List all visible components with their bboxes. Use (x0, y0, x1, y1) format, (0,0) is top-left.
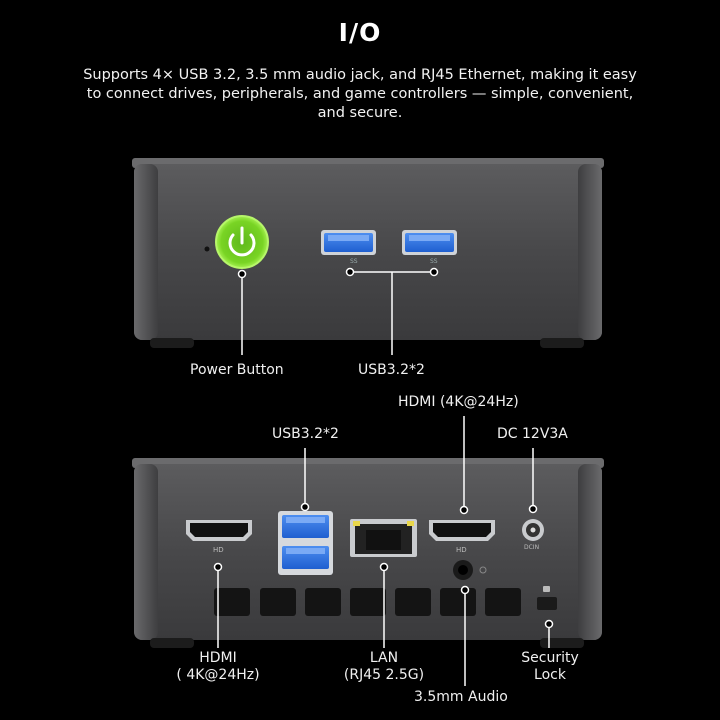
page-title: I/O (338, 18, 382, 47)
rear-unit: HD HD DCIN (132, 416, 604, 686)
page-description: Supports 4× USB 3.2, 3.5 mm audio jack, … (83, 67, 637, 121)
rear-lan-port (350, 519, 417, 557)
rear-usb-stack (278, 511, 333, 575)
front-usb-port-1 (321, 230, 376, 255)
hdmi-left-hd-mark: HD (213, 546, 224, 554)
lan-label: LAN (RJ45 2.5G) (334, 650, 434, 684)
front-usb-port-2 (402, 230, 457, 255)
rear-dc-port (522, 519, 544, 541)
security-lock-slot (537, 586, 557, 610)
dcin-mark: DCIN (524, 544, 539, 551)
hdmi-left-label-line1: HDMI (199, 650, 237, 666)
front-usb-mark-2: SS (430, 258, 438, 265)
power-button-label: Power Button (190, 362, 284, 378)
rear-hdmi-top-label: HDMI (4K@24Hz) (398, 394, 519, 410)
hdmi-left-label: HDMI ( 4K@24Hz) (168, 650, 268, 684)
front-usb-mark-1: SS (350, 258, 358, 265)
rear-leader-lines (217, 416, 550, 686)
hdmi-right-hd-mark: HD (456, 546, 467, 554)
security-label-line2: Lock (534, 667, 566, 683)
rear-audio-jack (453, 560, 487, 580)
rear-hdmi-right-port (429, 520, 495, 541)
front-leader-lines (241, 271, 434, 355)
front-usb-label: USB3.2*2 (358, 362, 425, 378)
security-lock-label: Security Lock (505, 650, 595, 684)
rear-hdmi-left-port (186, 520, 252, 541)
rear-vents (214, 588, 521, 616)
security-label-line1: Security (521, 650, 579, 666)
front-unit: SS SS (132, 158, 604, 355)
lan-label-line2: (RJ45 2.5G) (343, 667, 425, 683)
power-button-icon (215, 215, 269, 269)
status-led (204, 246, 210, 252)
dc-label: DC 12V3A (497, 426, 568, 442)
hdmi-left-label-line2: ( 4K@24Hz) (176, 667, 260, 683)
lock-icon (543, 586, 550, 592)
audio-label: 3.5mm Audio (414, 689, 508, 705)
lan-label-line1: LAN (369, 650, 399, 666)
rear-usb-label: USB3.2*2 (272, 426, 339, 442)
